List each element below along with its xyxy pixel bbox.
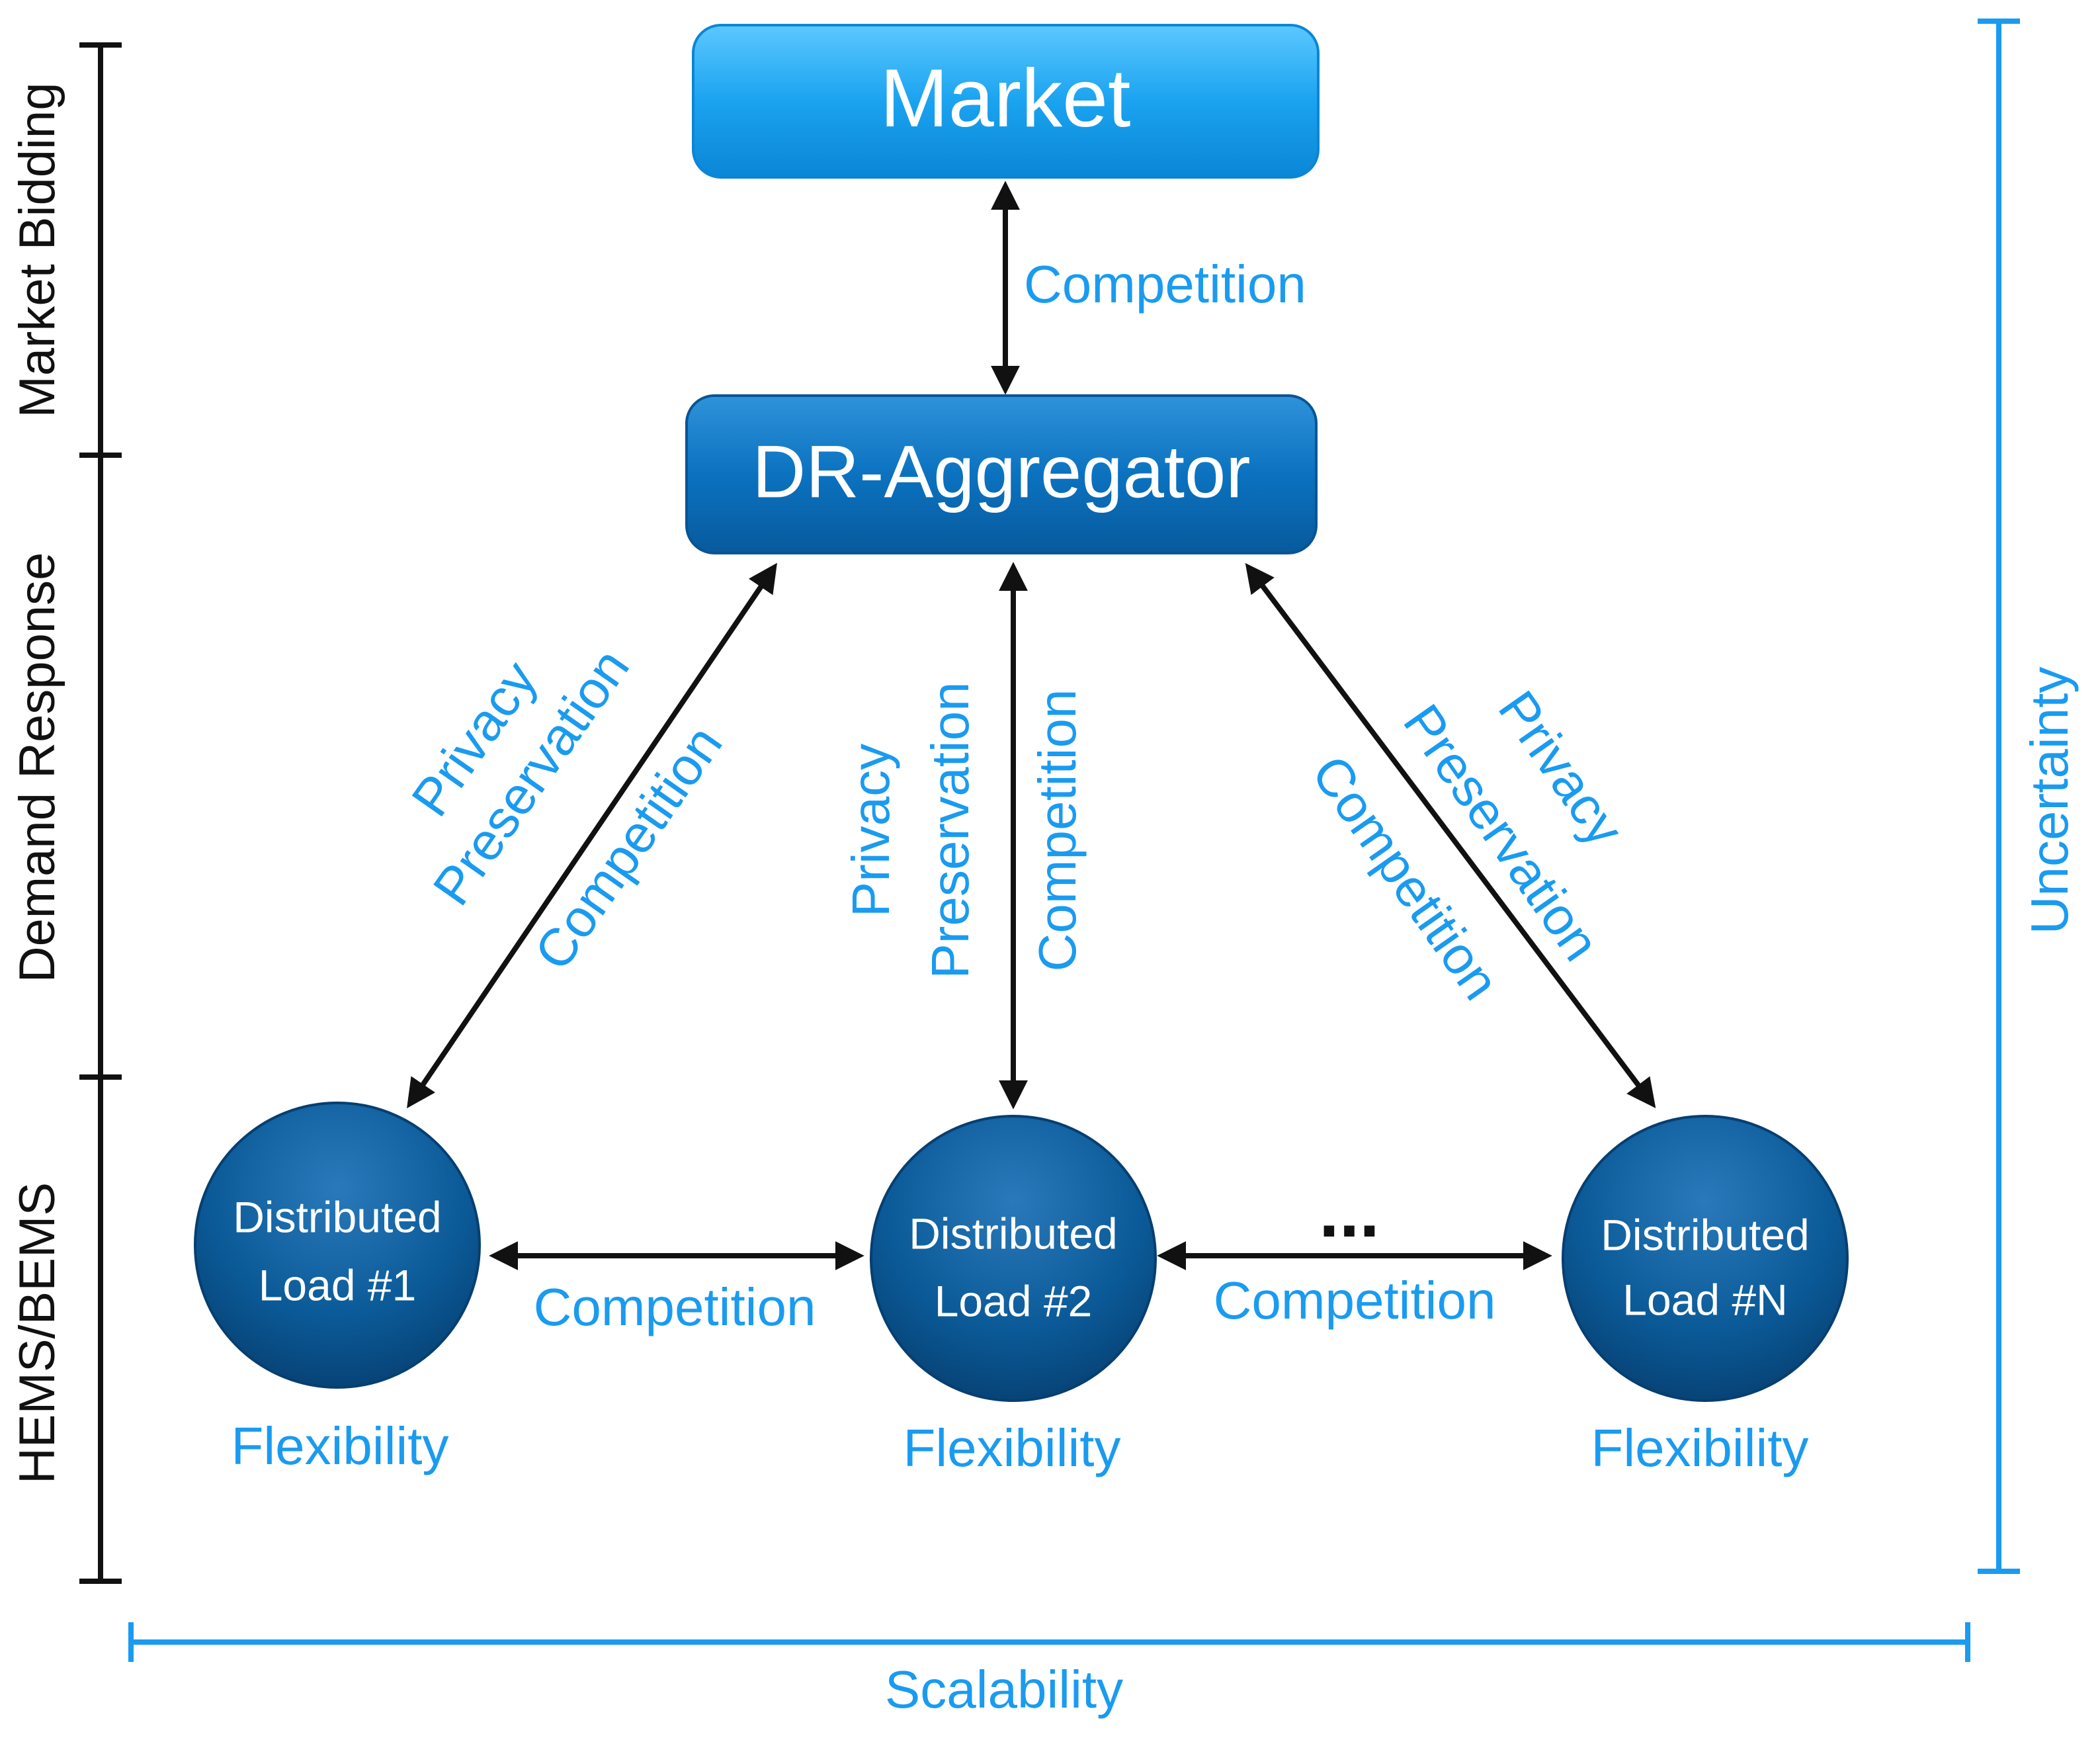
tier-label-demand-response: Demand Response (9, 552, 65, 983)
load-2-flexibility: Flexibility (903, 1418, 1121, 1477)
load-2-line2: Load #2 (935, 1276, 1093, 1325)
load-1-flexibility: Flexibility (231, 1416, 449, 1475)
center-competition-label: Competition (1028, 689, 1087, 972)
load-n-line1: Distributed (1601, 1210, 1809, 1259)
load-2-line1: Distributed (909, 1209, 1117, 1258)
center-privacy-label: Privacy (841, 744, 900, 917)
scalability-ruler (128, 1622, 1970, 1662)
edge-label-load2-loadN: Competition (1214, 1271, 1496, 1330)
load-node-2: Distributed Load #2 (870, 1115, 1157, 1402)
edge-labels-center: Privacy Preservation Competition (841, 681, 1087, 979)
tier-label-hems-bems: HEMS/BEMS (9, 1182, 65, 1484)
edge-labels-left: Privacy Preservation Competition (400, 638, 734, 980)
edge-label-load1-load2: Competition (534, 1278, 816, 1336)
uncertainty-ruler (1978, 19, 2020, 1574)
market-node: Market (692, 24, 1320, 179)
load-node-1: Distributed Load #1 (194, 1102, 481, 1389)
tier-label-market-bidding: Market Bidding (9, 83, 65, 418)
uncertainty-label: Uncertainty (2020, 667, 2079, 935)
arrow-aggregator-load1 (407, 562, 777, 1109)
load-n-flexibility: Flexibility (1591, 1418, 1809, 1477)
aggregator-node: DR-Aggregator (685, 394, 1318, 554)
tier-ruler (79, 42, 122, 1584)
aggregator-label: DR-Aggregator (752, 431, 1250, 513)
load-1-line1: Distributed (233, 1192, 441, 1241)
arrow-aggregator-loadN (1245, 562, 1656, 1109)
market-label: Market (880, 53, 1131, 144)
center-preservation-label: Preservation (921, 681, 980, 979)
load-n-line2: Load #N (1622, 1275, 1788, 1324)
scalability-label: Scalability (885, 1660, 1123, 1719)
edge-labels-right: Privacy Preservation Competition (1300, 680, 1635, 1010)
load-1-line2: Load #1 (259, 1260, 417, 1309)
edge-label-market-aggregator: Competition (1024, 255, 1306, 314)
ellipsis-label: ... (1319, 1171, 1380, 1252)
load-node-n: Distributed Load #N (1562, 1115, 1849, 1402)
